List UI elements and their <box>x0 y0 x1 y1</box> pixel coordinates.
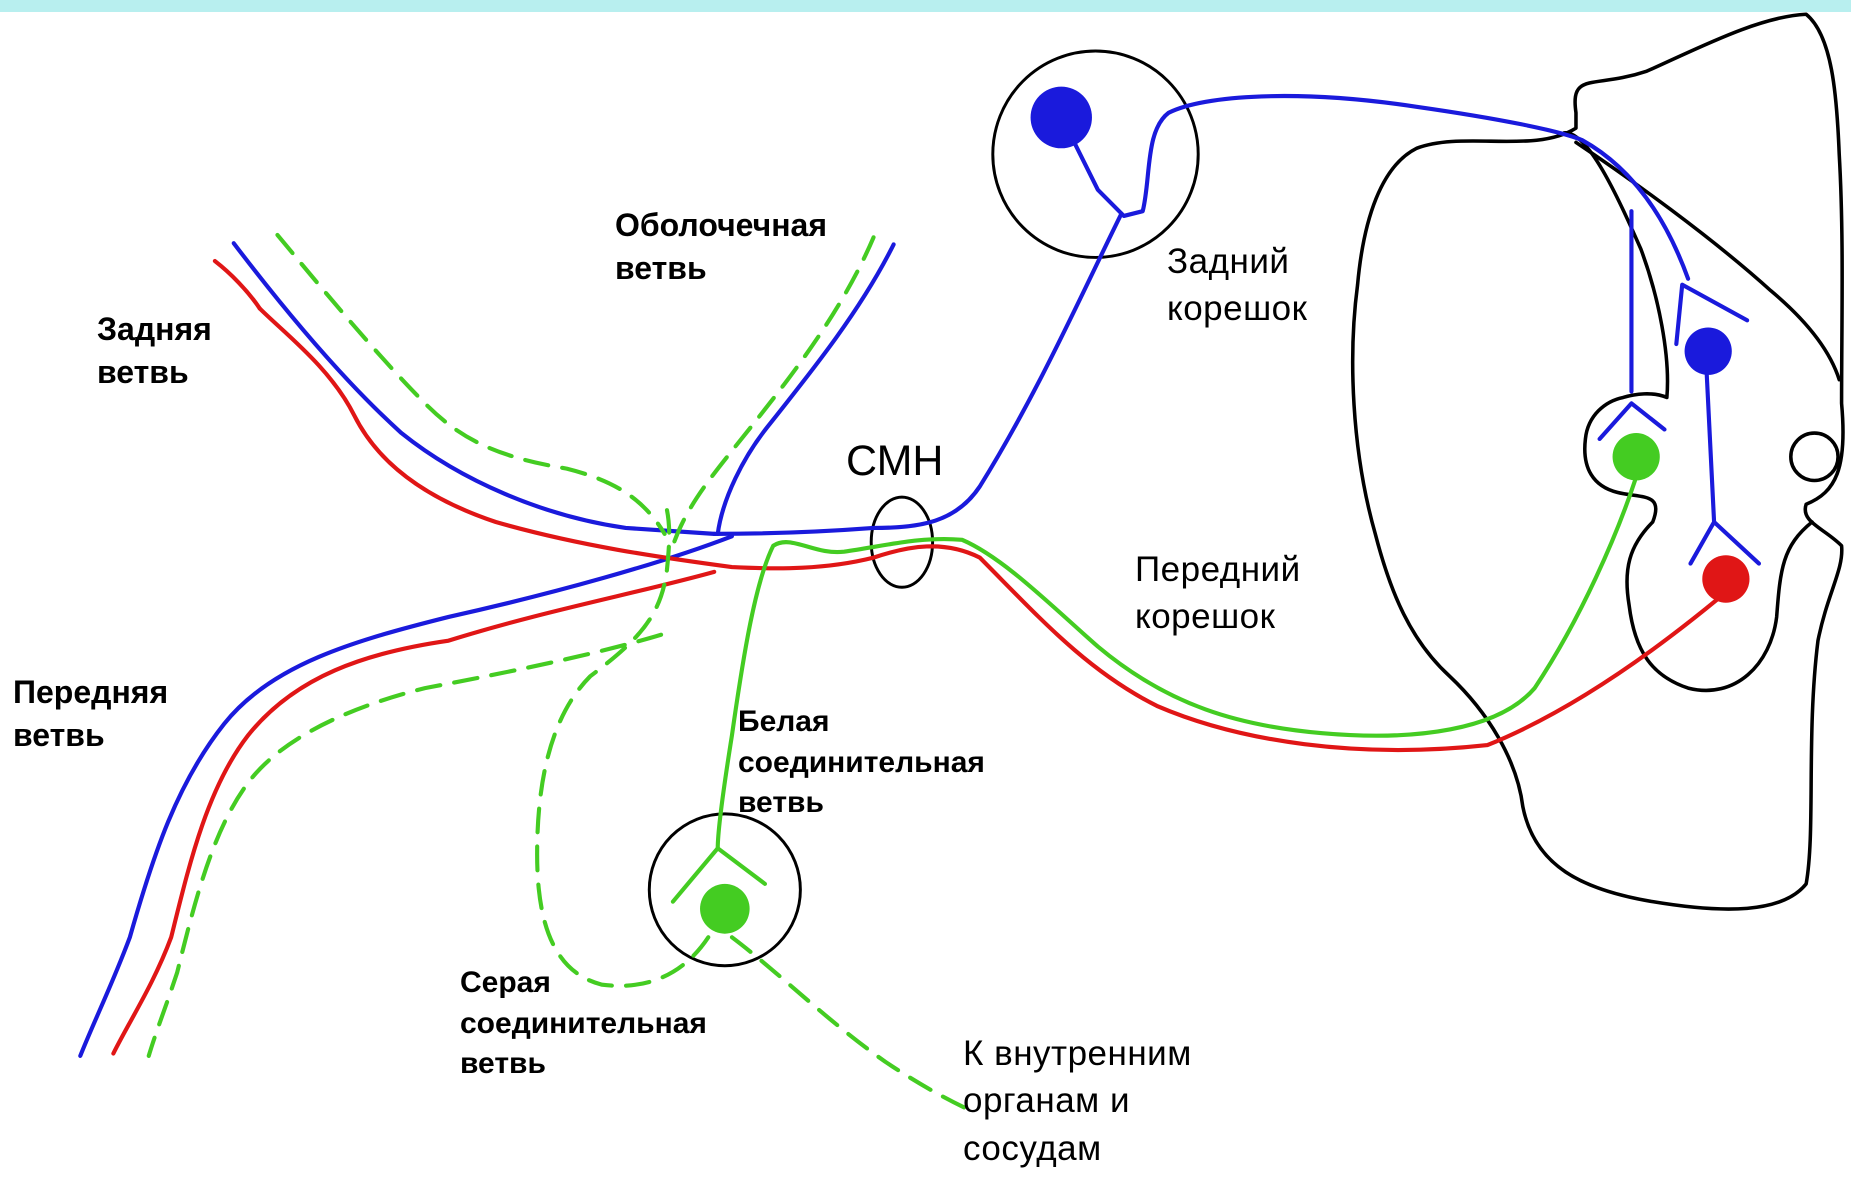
sensory-meningeal-branch <box>715 242 896 536</box>
gray-ramus-dashed <box>535 508 711 988</box>
gray-ramus-line-3: ветвь <box>460 1047 546 1080</box>
motor-posterior-branch <box>212 258 262 311</box>
motor-neuron-body <box>1702 555 1750 603</box>
autonomic-anterior-dashed <box>146 632 664 1058</box>
sensory-interneuron-body <box>1684 327 1732 375</box>
anterior-branch-line-1: Передняя <box>13 674 169 710</box>
spinal-ganglion <box>991 49 1200 259</box>
label-white-ramus: Белая соединительная ветвь <box>738 702 985 824</box>
label-posterior-root: Задний корешок <box>1167 238 1307 333</box>
sensory-interneuron-2 <box>1703 353 1717 525</box>
smn-ellipse <box>869 495 935 589</box>
label-anterior-branch: Передняя ветвь <box>13 671 168 757</box>
anterior-root-line-2: корешок <box>1135 597 1276 637</box>
label-gray-ramus: Серая соединительная ветвь <box>460 963 707 1085</box>
to-organs-line-1: К внутренним <box>963 1034 1192 1073</box>
label-smn: СМН <box>846 437 944 485</box>
meningeal-branch-line-2: ветвь <box>615 250 707 287</box>
spinal-cord-outline <box>1350 12 1845 911</box>
autonomic-meningeal-dashed <box>670 235 876 548</box>
white-ramus-line-3: ветвь <box>738 786 824 819</box>
autonomic-preganglionic-root <box>715 478 1638 851</box>
white-ramus-line-2: соединительная <box>738 745 985 779</box>
posterior-branch-line-1: Задняя <box>97 311 212 347</box>
posterior-median-line <box>1574 140 1841 382</box>
motor-anterior-root <box>257 306 1720 753</box>
label-meningeal-branch: Оболочечная ветвь <box>615 204 827 290</box>
central-canal <box>1789 431 1840 483</box>
label-to-organs: К внутренним органам и сосудам <box>963 1030 1192 1172</box>
postganglionic-visceral-dashed <box>729 935 971 1112</box>
sensory-posterior-branch <box>231 241 717 536</box>
gray-ramus-line-2: соединительная <box>460 1006 707 1040</box>
sensory-dendrite-1a <box>1597 401 1667 442</box>
top-bar <box>0 0 1851 12</box>
posterior-root-line-2: корешок <box>1167 289 1308 329</box>
anterior-branch-line-2: ветвь <box>13 717 105 754</box>
meningeal-branch-line-1: Оболочечная <box>615 207 828 243</box>
gray-ramus-line-1: Серая <box>460 966 551 999</box>
sympathetic-neuron-body <box>700 883 750 934</box>
label-anterior-root: Передний корешок <box>1135 546 1301 641</box>
motor-anterior-branch <box>111 569 717 1056</box>
sensory-anterior-branch <box>78 534 734 1058</box>
sensory-posterior-root <box>712 211 1124 536</box>
sensory-neuron-body <box>1030 86 1092 149</box>
autonomic-ganglion-dendrite <box>670 846 768 904</box>
white-ramus-line-1: Белая <box>738 705 830 738</box>
autonomic-posterior-dashed <box>275 232 667 536</box>
sensory-dendrite-2 <box>1674 282 1750 347</box>
posterior-horn-outline <box>1562 131 1814 693</box>
posterior-branch-line-2: ветвь <box>97 354 189 391</box>
autonomic-neuron-body <box>1612 433 1660 481</box>
sympathetic-ganglion <box>647 812 802 968</box>
to-organs-line-3: сосудам <box>963 1128 1102 1168</box>
anterior-root-line-1: Передний <box>1135 550 1301 589</box>
sensory-ganglion-stem <box>1060 93 1691 281</box>
to-organs-line-2: органам и <box>963 1081 1131 1121</box>
sensory-dendrite-3 <box>1688 519 1762 566</box>
label-posterior-branch: Задняя ветвь <box>97 308 212 394</box>
posterior-root-line-1: Задний <box>1167 242 1290 281</box>
